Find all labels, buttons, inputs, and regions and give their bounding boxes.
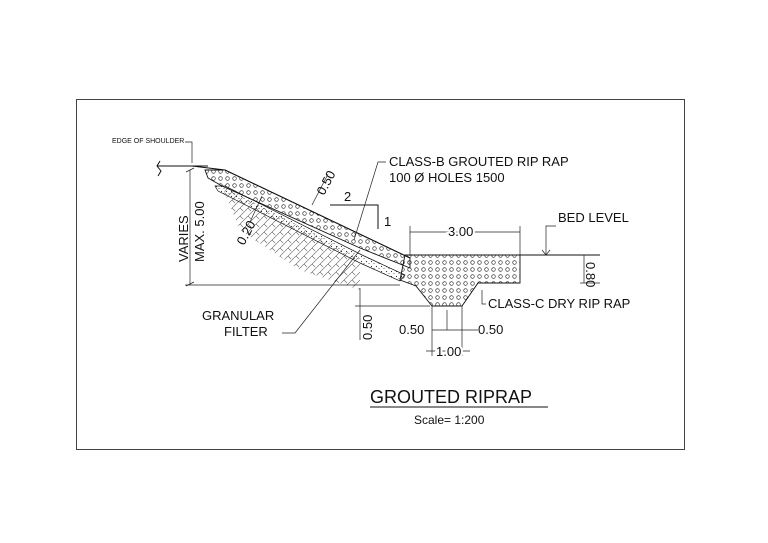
toe-width-dimension: 0.50 0.50 1.00 xyxy=(399,306,503,361)
drawing-scale: Scale= 1:200 xyxy=(414,413,485,427)
bed-level-label: BED LEVEL xyxy=(558,210,629,225)
class-b-callout: CLASS-B GROUTED RIP RAP 100 Ø HOLES 1500 xyxy=(353,154,569,241)
apron-depth-dimension: 0.80 xyxy=(580,255,600,287)
apron-depth-label: 0.80 xyxy=(583,262,598,287)
drawing-title-block: GROUTED RIPRAP Scale= 1:200 xyxy=(370,387,548,427)
class-b-label-line2: 100 Ø HOLES 1500 xyxy=(389,170,505,185)
drawing-frame xyxy=(76,99,685,450)
class-c-callout: CLASS-C DRY RIP RAP xyxy=(481,290,630,311)
slope-h-label: 2 xyxy=(344,189,351,204)
edge-of-shoulder-marker: EDGE OF SHOULDER xyxy=(112,138,208,177)
varies-label: VARIES xyxy=(176,215,191,262)
toe-depth-label: 0.50 xyxy=(360,315,375,340)
class-c-label: CLASS-C DRY RIP RAP xyxy=(488,296,630,311)
toe-depth-dimension: 0.50 xyxy=(355,288,430,340)
apron-width-label: 3.00 xyxy=(448,224,473,239)
max-label: MAX. 5.00 xyxy=(192,201,207,262)
embankment-soil xyxy=(222,186,360,290)
height-dimension: VARIES MAX. 5.00 xyxy=(176,167,400,287)
apron-width-dimension: 3.00 xyxy=(409,222,521,256)
toe-width-label: 1.00 xyxy=(436,344,461,359)
granular-label-line1: GRANULAR xyxy=(202,308,274,323)
edge-of-shoulder-label: EDGE OF SHOULDER xyxy=(112,138,184,145)
slope-v-label: 1 xyxy=(384,214,391,229)
granular-filter-callout: GRANULAR FILTER xyxy=(202,249,361,339)
toe-left-label: 0.50 xyxy=(399,322,424,337)
slope-ratio-marker: 2 1 xyxy=(330,189,391,229)
drawing-title: GROUTED RIPRAP xyxy=(370,387,532,407)
toe-right-label: 0.50 xyxy=(478,322,503,337)
class-b-label-line1: CLASS-B GROUTED RIP RAP xyxy=(389,154,569,169)
thickness-050-label: 0.50 xyxy=(313,168,338,197)
granular-label-line2: FILTER xyxy=(224,324,268,339)
bed-level-callout: BED LEVEL xyxy=(541,210,629,256)
